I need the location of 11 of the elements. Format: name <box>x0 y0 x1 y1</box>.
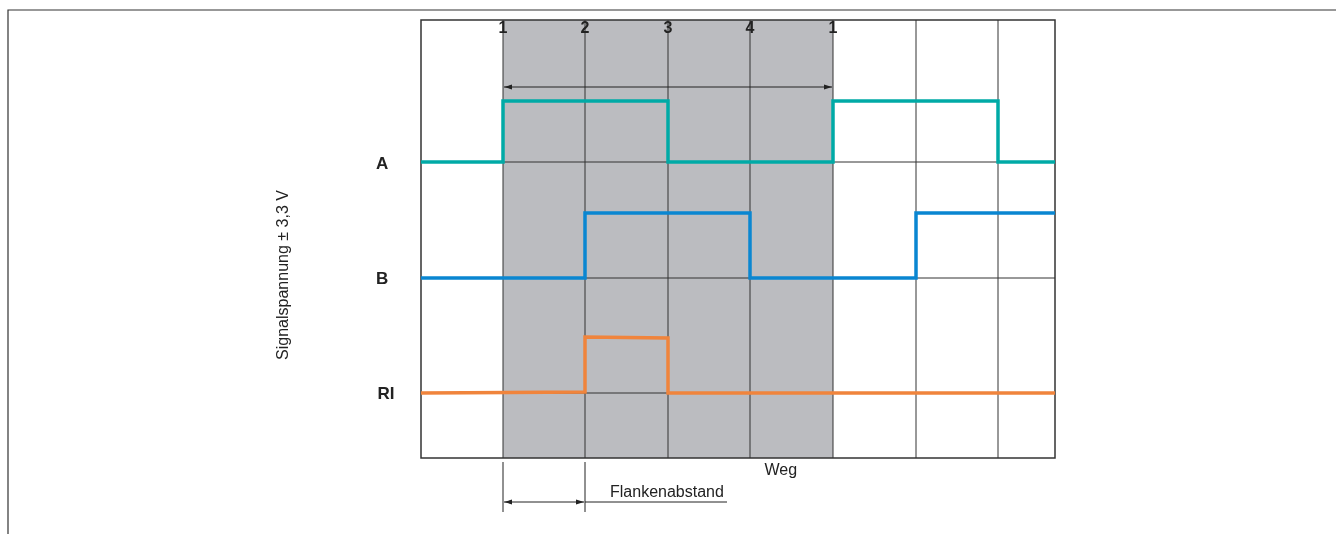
tick-number: 4 <box>745 20 755 36</box>
tick-number: 3 <box>663 20 673 36</box>
tick-number: 1 <box>498 20 508 36</box>
signal-name: RI <box>377 384 395 402</box>
axis-title: Weg <box>764 462 798 478</box>
tick-number: 1 <box>828 20 838 36</box>
dimension-label: Flankenabstand <box>610 484 724 500</box>
axis-title: Signalspannung ± 3,3 V <box>274 190 291 360</box>
signal-name: B <box>376 269 389 287</box>
signal-name: A <box>376 154 389 172</box>
tick-number: 2 <box>580 20 590 36</box>
